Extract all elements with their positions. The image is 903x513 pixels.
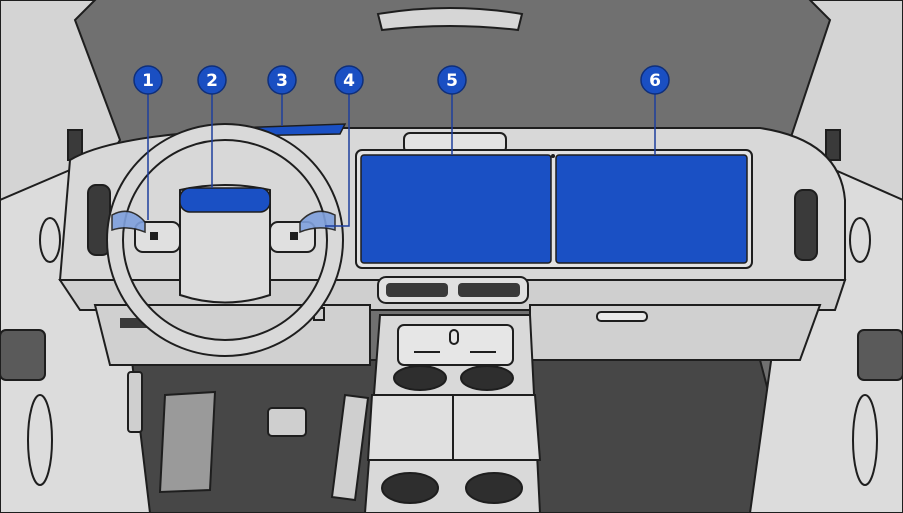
right-air-vent — [795, 190, 817, 260]
passenger-entertainment-screen — [556, 155, 747, 263]
screen-camera — [551, 154, 555, 158]
callout-label-2: 2 — [206, 71, 218, 91]
glovebox — [530, 305, 820, 360]
callout-label-5: 5 — [446, 71, 458, 91]
center-air-vent-right — [458, 283, 520, 297]
callout-badge-2: 2 — [198, 66, 226, 94]
callout-badge-5: 5 — [438, 66, 466, 94]
airbag-display — [180, 188, 270, 212]
left-wheel-button — [150, 232, 158, 240]
left-door-handle — [128, 372, 142, 432]
cup-holder-rear-left — [382, 473, 438, 503]
cup-holder-rear-right — [466, 473, 522, 503]
cup-holder-front-right — [461, 366, 513, 390]
callout-label-4: 4 — [343, 71, 355, 91]
right-pillar-vent — [826, 130, 840, 160]
left-window-switches — [0, 330, 45, 380]
center-control-screen — [361, 155, 551, 263]
brake-pedal — [268, 408, 306, 436]
callout-badge-3: 3 — [268, 66, 296, 94]
callout-badge-1: 1 — [134, 66, 162, 94]
glovebox-handle — [597, 312, 647, 321]
rearview-mirror — [378, 8, 522, 30]
callout-label-3: 3 — [276, 71, 288, 91]
right-wheel-button — [290, 232, 298, 240]
callout-label-1: 1 — [142, 71, 154, 91]
right-window-switches — [858, 330, 903, 380]
footrest — [160, 392, 215, 492]
callout-badge-4: 4 — [335, 66, 363, 94]
callout-badge-6: 6 — [641, 66, 669, 94]
center-air-vent-left — [386, 283, 448, 297]
callout-label-6: 6 — [649, 71, 661, 91]
cup-holder-front-left — [394, 366, 446, 390]
